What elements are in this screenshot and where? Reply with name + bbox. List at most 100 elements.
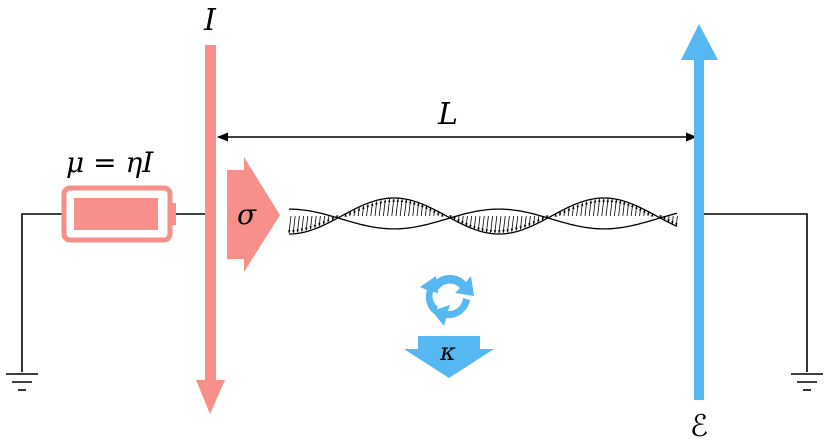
spin-vector xyxy=(322,215,326,225)
spin-accumulation-label: σ xyxy=(237,198,257,231)
spin-vector xyxy=(457,215,460,223)
spin-vector xyxy=(506,215,510,233)
spin-wave xyxy=(288,197,678,235)
spin-vector xyxy=(630,203,634,217)
spin-vector xyxy=(523,215,527,229)
spin-vector xyxy=(318,215,321,227)
spin-vector xyxy=(580,202,584,217)
spin-vector xyxy=(331,215,335,221)
ground-icon xyxy=(791,373,823,391)
spin-vector xyxy=(541,215,545,221)
spin-vector xyxy=(588,200,593,217)
spin-vector xyxy=(510,215,514,232)
spin-vector xyxy=(584,201,588,217)
spin-vector xyxy=(374,201,378,217)
spin-vector xyxy=(313,215,317,229)
spin-vector xyxy=(593,199,597,217)
spin-vector xyxy=(597,198,601,217)
spin-vector xyxy=(353,209,356,217)
spin-vector xyxy=(461,215,464,225)
spin-vector xyxy=(348,211,352,217)
spin-vector xyxy=(436,211,440,217)
spin-vector xyxy=(296,215,300,233)
spin-vector xyxy=(498,215,502,234)
spin-vector xyxy=(675,215,678,227)
spin-vector xyxy=(399,198,404,217)
spin-vector xyxy=(477,215,481,231)
spin-vector xyxy=(387,198,391,217)
spin-vector xyxy=(571,205,575,217)
spin-vector xyxy=(383,199,387,217)
spin-vector xyxy=(626,202,630,217)
spin-vector xyxy=(420,203,424,217)
ground-icon xyxy=(6,373,38,391)
length-label: L xyxy=(437,97,458,132)
spin-vector xyxy=(481,215,485,232)
spin-vector xyxy=(528,215,531,227)
spin-vector xyxy=(288,215,292,234)
wave-envelope-lower xyxy=(288,208,678,230)
spin-vector xyxy=(537,215,540,223)
spin-vector xyxy=(424,205,428,217)
spin-vector xyxy=(663,215,666,221)
spin-vector xyxy=(357,207,361,217)
spin-vector xyxy=(361,205,365,217)
current-label: I xyxy=(203,3,217,38)
spin-vector xyxy=(638,207,642,217)
spin-vector xyxy=(408,200,412,217)
relaxation-arrow xyxy=(404,336,494,378)
spin-vector xyxy=(493,215,498,234)
spin-vector xyxy=(473,215,477,230)
spin-vector xyxy=(395,198,399,217)
spin-vector xyxy=(502,215,506,234)
spin-vector xyxy=(618,200,622,217)
spin-vector xyxy=(485,215,489,233)
spin-vector xyxy=(469,215,472,229)
spin-vector xyxy=(605,198,609,217)
spin-vector xyxy=(671,215,674,225)
spin-vector xyxy=(646,211,650,217)
spin-vector xyxy=(642,209,646,217)
spin-vector xyxy=(622,201,626,217)
spin-vector xyxy=(305,215,309,231)
spin-vector xyxy=(391,198,395,217)
spin-vector xyxy=(327,215,330,223)
spin-vector xyxy=(412,201,416,217)
spin-vector xyxy=(634,205,638,217)
spin-vector xyxy=(300,215,304,232)
spin-vector xyxy=(404,199,408,217)
spin-vector xyxy=(614,199,618,217)
spin-vector xyxy=(428,207,432,217)
spin-vector xyxy=(292,215,296,234)
cycle-arrows-icon xyxy=(420,274,474,326)
relaxation-label: κ xyxy=(439,338,456,366)
spin-vector xyxy=(567,207,571,217)
spin-vector xyxy=(309,215,313,230)
spin-injection-arrow xyxy=(227,157,280,272)
detector-arrow xyxy=(681,24,718,400)
spin-vector xyxy=(558,211,562,217)
spin-vector xyxy=(563,209,566,217)
left-circuit xyxy=(21,213,62,372)
spin-vector xyxy=(465,215,468,227)
spin-vector xyxy=(576,203,579,217)
spin-vector xyxy=(370,202,374,217)
spin-vector xyxy=(532,215,536,225)
emf-label: ℰ xyxy=(690,409,708,442)
right-circuit xyxy=(704,213,808,372)
spin-vector xyxy=(432,209,436,217)
spin-vector xyxy=(515,215,519,231)
spin-vector xyxy=(453,215,456,221)
spin-vector xyxy=(489,215,493,234)
spin-vector xyxy=(519,215,523,230)
spin-vector xyxy=(366,203,369,217)
spin-vector xyxy=(609,198,614,217)
injector-arrow xyxy=(196,45,225,414)
chemical-potential-label: μ = ηI xyxy=(66,146,154,179)
spin-vector xyxy=(601,198,605,217)
battery-icon xyxy=(61,185,206,243)
spin-vector xyxy=(378,200,383,217)
spin-vector xyxy=(667,215,670,223)
spin-vector xyxy=(416,202,420,217)
